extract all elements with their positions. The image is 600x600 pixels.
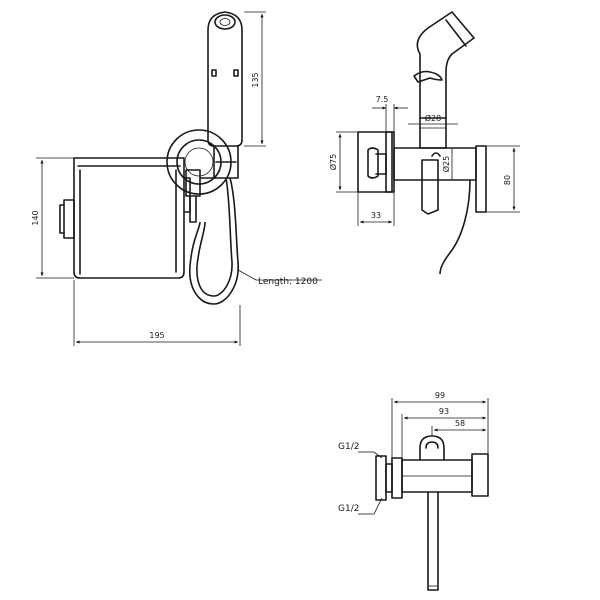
dim-7-5-label: 7.5 (376, 95, 389, 104)
hose-length-note: Length: 1200 (237, 269, 322, 287)
side-hand-shower (413, 11, 475, 149)
paper-holder (59, 157, 191, 279)
top-outlet-pipe (427, 491, 439, 591)
side-escutcheon (357, 131, 395, 193)
thread-top-label: G1/2 (338, 442, 359, 452)
dim-135-label: 135 (251, 72, 260, 87)
dim-wall-depth: 33 (357, 180, 395, 226)
dim-escutcheon-depth: 7.5 (372, 95, 408, 148)
dim-o28-label: Ø28 (425, 113, 441, 123)
dim-body-diameter: Ø25 (441, 148, 453, 180)
dim-33-label: 33 (371, 211, 381, 220)
dim-handshower-height: 135 (244, 11, 266, 147)
dim-195-label: 195 (149, 331, 164, 340)
thread-callout-top: G1/2 (338, 442, 383, 459)
hand-shower (207, 11, 243, 179)
dim-holder-height: 140 (31, 157, 74, 279)
dim-total-width: 195 (73, 280, 241, 346)
front-view: 135 140 195 Length: 1200 (31, 11, 322, 346)
dim-140-label: 140 (31, 210, 40, 225)
top-body (401, 453, 489, 497)
dim-99-label: 99 (435, 391, 445, 400)
thread-callout-bottom: G1/2 (338, 497, 383, 515)
dim-o25-label: Ø25 (441, 156, 451, 172)
top-view: 99 93 58 G1/2 G1/2 (338, 391, 489, 591)
dim-58-label: 58 (455, 419, 465, 428)
dim-80-label: 80 (503, 175, 512, 185)
dim-hose-diameter: Ø28 (408, 113, 458, 125)
dim-height: 80 (486, 145, 520, 213)
dim-93-label: 93 (439, 407, 449, 416)
top-wall-block (375, 455, 403, 501)
hose-length-label: Length: 1200 (258, 277, 318, 287)
side-body (393, 145, 487, 215)
dim-o75-label: Ø75 (328, 154, 338, 170)
dim-overall: 99 (391, 391, 489, 458)
side-hose (439, 179, 471, 275)
thread-bottom-label: G1/2 (338, 504, 359, 514)
dim-escutcheon-diameter: Ø75 (328, 131, 358, 193)
side-view: 7.5 Ø28 Ø75 Ø25 80 (328, 11, 520, 275)
hose (189, 177, 239, 305)
dim-middle: 93 (401, 407, 487, 458)
mixer-body (185, 169, 215, 223)
dim-inner: 58 (431, 419, 487, 436)
top-holder (419, 435, 445, 461)
